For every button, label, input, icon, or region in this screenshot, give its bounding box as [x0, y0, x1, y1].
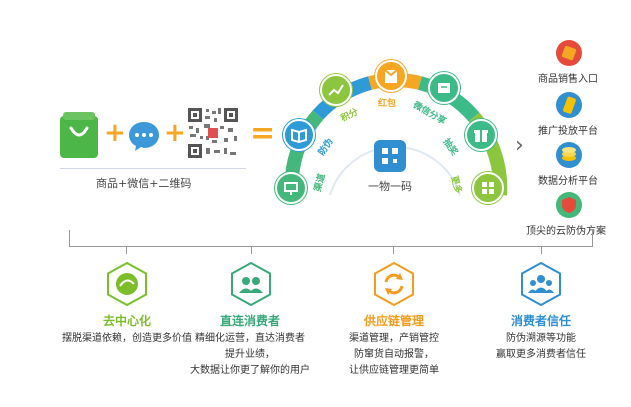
connector-left-drop	[69, 230, 70, 247]
formula-underline	[60, 168, 246, 169]
arc-node-anticounterfeit	[283, 119, 315, 151]
connector-tick-2	[251, 246, 252, 254]
supply-chain-title: 供应链管理	[363, 314, 424, 328]
supply-chain-desc-line-2: 防窜货自动报警，	[354, 349, 434, 360]
presentation-icon	[284, 182, 298, 195]
connector-tick-1	[126, 246, 127, 254]
supply-chain-desc-line-3: 让供应链管理更简单	[349, 365, 439, 376]
direct-consumer-title: 直连消费者	[219, 314, 280, 328]
gift-icon	[474, 130, 488, 142]
arc-node-more	[472, 172, 504, 204]
grid-icon	[482, 182, 494, 194]
consumer-trust-hexagon-icon	[519, 261, 563, 307]
side-item-sales: 商品销售入口	[538, 74, 598, 85]
center-qr-icon	[374, 140, 406, 172]
book-icon	[291, 128, 307, 144]
arc-node-lottery	[465, 119, 497, 151]
plus-sign-1: +	[104, 118, 126, 148]
connector-right-drop	[592, 230, 593, 247]
arc-node-redpacket	[375, 60, 407, 92]
decentralize-desc-line-1: 摆脱渠道依赖，创造更多价值	[62, 333, 192, 344]
arc-node-share	[428, 72, 460, 104]
consumer-trust-desc-line-1: 防伪溯源等功能	[506, 333, 576, 344]
connector-horizontal	[69, 246, 593, 247]
arc-node-channel	[275, 172, 307, 204]
formula-caption: 商品+微信+二维码	[96, 177, 192, 190]
supply-chain-hexagon-icon	[372, 261, 416, 307]
arc-label-redpacket: 红包	[378, 99, 397, 109]
arc-node-points	[320, 74, 352, 106]
consumer-trust-desc-line-2: 赢取更多消费者信任	[496, 349, 586, 360]
direct-consumer-desc-line-1: 精细化运营，直达消费者	[195, 333, 305, 344]
connector-tick-4	[541, 246, 542, 254]
arrow-right-icon: ›	[515, 133, 524, 158]
plus-sign-2: +	[164, 118, 186, 148]
direct-consumer-desc-line-2: 提升业绩，	[225, 349, 275, 360]
decentralize-hexagon-icon	[105, 261, 149, 307]
shield-icon	[556, 192, 582, 218]
side-item-cloud-anticounterfeit: 顶尖的云防伪方案	[526, 226, 606, 237]
sales-icon	[556, 40, 582, 66]
side-item-promotion: 推广投放平台	[538, 126, 598, 137]
envelope-icon	[384, 69, 398, 83]
shopping-bag-icon	[60, 112, 98, 158]
qr-code-icon	[186, 106, 240, 160]
connector-tick-3	[393, 246, 394, 254]
decentralize-title: 去中心化	[102, 314, 151, 328]
supply-chain-desc-line-1: 渠道管理，产销管控	[349, 333, 439, 344]
center-label: 一物一码	[368, 180, 412, 193]
chart-icon	[328, 84, 344, 96]
equals-sign: =	[250, 116, 276, 151]
chat-bubble-icon	[128, 120, 160, 152]
coin-icon	[556, 142, 582, 168]
direct-consumer-hexagon-icon	[229, 261, 273, 307]
share-icon	[438, 83, 450, 93]
direct-consumer-desc-line-3: 大数据让你更了解你的用户	[190, 365, 310, 376]
phone-icon	[556, 92, 582, 118]
consumer-trust-title: 消费者信任	[510, 314, 571, 328]
side-item-analytics: 数据分析平台	[538, 176, 598, 187]
